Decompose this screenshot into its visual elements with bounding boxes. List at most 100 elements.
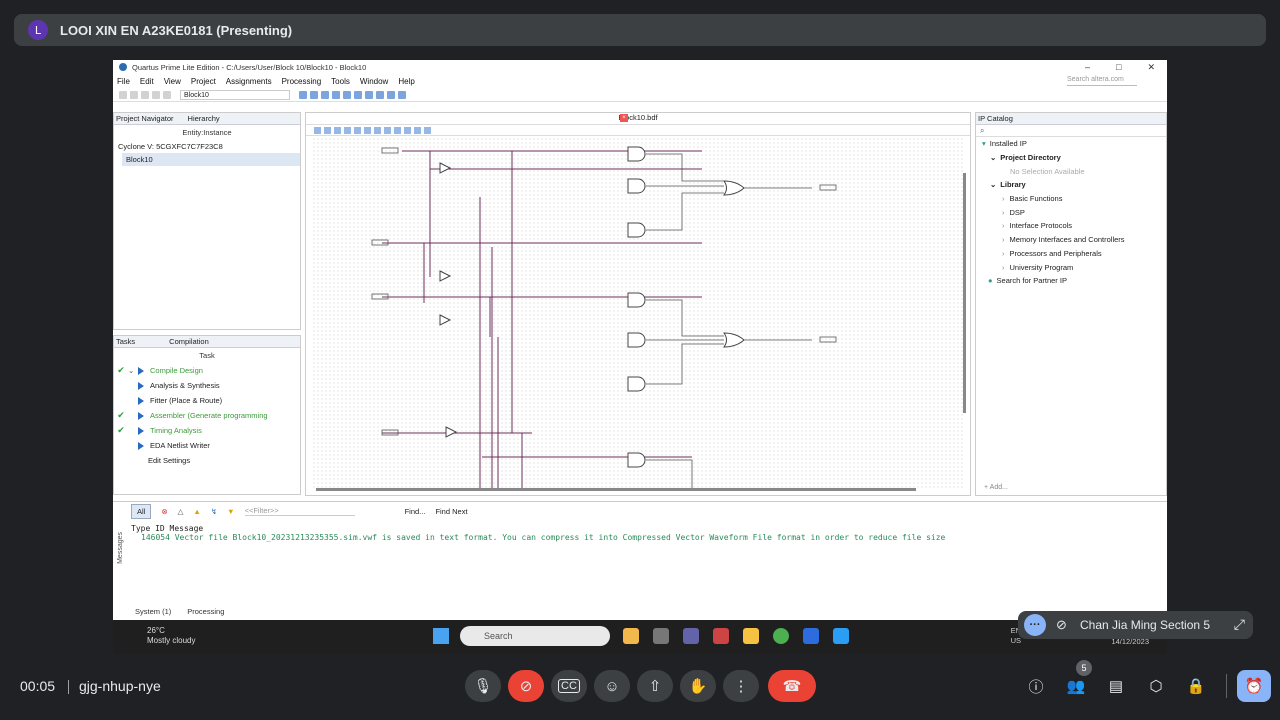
taskbar-search[interactable]: Search [460, 626, 610, 646]
raise-hand-button[interactable]: ✋ [680, 670, 716, 702]
wire-tool-icon[interactable] [374, 126, 381, 134]
ip-item-interface-protocols[interactable]: ›Interface Protocols [1002, 221, 1073, 231]
maximize-icon[interactable]: □ [1116, 62, 1122, 72]
error-filter-icon[interactable]: ⊗ [161, 506, 168, 516]
symbol-tool-icon[interactable] [354, 126, 361, 134]
chip-planner-icon[interactable] [387, 90, 395, 99]
timer-button[interactable]: ⏰ [1237, 670, 1271, 702]
filter-all-button[interactable]: All [131, 503, 152, 519]
app-icon[interactable] [713, 628, 729, 644]
host-controls-button[interactable]: 🔒 [1186, 676, 1206, 696]
ip-item-dsp[interactable]: ›DSP [1002, 207, 1025, 217]
settings-icon[interactable] [299, 90, 307, 99]
find-button[interactable]: Find... [404, 506, 426, 516]
present-button[interactable]: ⇧ [637, 670, 673, 702]
menu-project[interactable]: Project [190, 76, 216, 86]
bus-tool-icon[interactable] [384, 126, 391, 134]
critical-warning-icon[interactable]: ▲ [193, 506, 201, 516]
menu-view[interactable]: View [163, 76, 181, 86]
ip-catalog-icon[interactable] [398, 90, 406, 99]
task-view-icon[interactable] [653, 628, 669, 644]
compilation-dropdown[interactable]: Compilation [169, 337, 209, 346]
line-tool-icon[interactable] [414, 126, 421, 134]
file-explorer-icon[interactable] [743, 628, 759, 644]
pip-participant-tile[interactable]: ··· ⊘ Chan Jia Ming Section 5 ⤢ [1018, 611, 1253, 639]
menu-assignments[interactable]: Assignments [225, 76, 272, 86]
message-row[interactable]: 146054 Vector file Block10_2023121323535… [141, 533, 946, 542]
programmer-icon[interactable] [376, 90, 384, 99]
editor-tab[interactable]: Block10.bdf × [306, 113, 970, 125]
language-indicator[interactable]: EN US [1011, 626, 1021, 646]
widgets-icon[interactable] [623, 628, 639, 644]
play-icon[interactable] [138, 441, 144, 450]
ip-item-library[interactable]: ⌄Library [990, 180, 1026, 190]
timing-icon[interactable] [354, 90, 362, 99]
vertical-scrollbar[interactable] [963, 173, 966, 413]
menu-tools[interactable]: Tools [331, 76, 350, 86]
ip-item-processors[interactable]: ›Processors and Peripherals [1002, 248, 1102, 258]
activities-button[interactable]: ⬡ [1146, 676, 1166, 696]
task-eda-netlist[interactable]: EDA Netlist Writer [114, 438, 300, 453]
leave-call-button[interactable]: ☎ [768, 670, 816, 702]
find-next-button[interactable]: Find Next [435, 506, 468, 516]
device-item[interactable]: Cyclone V: 5CGXFC7C7F23C8 [118, 142, 223, 151]
tab-system[interactable]: System (1) [135, 607, 172, 616]
horizontal-scrollbar[interactable] [316, 488, 916, 491]
task-timing-analysis[interactable]: ✔ Timing Analysis [114, 423, 300, 438]
play-icon[interactable] [138, 411, 144, 420]
ip-search-input[interactable]: ⌕ [976, 125, 1166, 137]
chrome-icon[interactable] [773, 628, 789, 644]
message-filter-input[interactable]: <<Filter>> [244, 506, 355, 516]
chevron-down-icon[interactable]: ⌄ [128, 366, 135, 375]
camera-off-button[interactable]: ⊘ [508, 670, 544, 702]
netlist-icon[interactable] [365, 90, 373, 99]
word-icon[interactable] [803, 628, 819, 644]
play-icon[interactable] [138, 426, 144, 435]
menu-edit[interactable]: Edit [139, 76, 154, 86]
oval-tool-icon[interactable] [404, 126, 411, 134]
arc-tool-icon[interactable] [424, 126, 431, 134]
text-tool-icon[interactable] [344, 126, 351, 134]
ip-item-project-directory[interactable]: ⌄Project Directory [990, 153, 1061, 163]
save-icon[interactable] [141, 90, 149, 99]
chat-button[interactable]: ▤ [1106, 676, 1126, 696]
task-edit-settings[interactable]: Edit Settings [114, 453, 300, 468]
taskbar-date[interactable]: 14/12/2023 [1111, 637, 1149, 646]
start-icon[interactable] [332, 90, 340, 99]
hand-icon[interactable] [334, 126, 341, 134]
ip-item-installed[interactable]: ▾Installed IP [976, 137, 1166, 151]
hierarchy-dropdown[interactable]: Hierarchy [187, 114, 220, 123]
select-tool-icon[interactable] [314, 126, 321, 134]
suppress-icon[interactable]: ↯ [210, 506, 218, 516]
windows-start-icon[interactable] [433, 628, 449, 644]
people-button[interactable]: 👥 [1066, 676, 1086, 696]
meeting-info-button[interactable]: ⓘ [1026, 676, 1046, 696]
zoom-icon[interactable] [324, 126, 331, 134]
more-options-button[interactable]: ⋮ [723, 670, 759, 702]
add-ip-button[interactable]: + Add... [984, 484, 1008, 491]
analysis-icon[interactable] [321, 90, 329, 99]
quartus-taskbar-icon[interactable] [833, 628, 849, 644]
rect-tool-icon[interactable] [394, 126, 401, 134]
captions-button[interactable]: CC [551, 670, 587, 702]
close-tab-icon[interactable]: × [620, 114, 628, 122]
menu-help[interactable]: Help [398, 76, 415, 86]
redo-icon[interactable] [163, 90, 171, 99]
new-icon[interactable] [119, 90, 127, 99]
microphone-button[interactable]: 🎙 [465, 670, 501, 702]
ip-item-basic-functions[interactable]: ›Basic Functions [1002, 194, 1063, 204]
close-icon[interactable]: ✕ [1147, 62, 1155, 72]
play-icon[interactable] [138, 366, 144, 375]
schematic-canvas[interactable] [312, 137, 964, 489]
play-icon[interactable] [138, 381, 144, 390]
tab-processing[interactable]: Processing [187, 607, 225, 616]
compile-icon[interactable] [310, 90, 318, 99]
warning-filter-icon[interactable]: △ [177, 506, 184, 516]
ip-item-university-program[interactable]: ›University Program [1002, 262, 1074, 272]
open-icon[interactable] [130, 90, 138, 99]
play-icon[interactable] [343, 90, 351, 99]
menu-processing[interactable]: Processing [281, 76, 322, 86]
weather-widget[interactable]: 26°C Mostly cloudy [125, 626, 195, 646]
reactions-button[interactable]: ☺ [594, 670, 630, 702]
